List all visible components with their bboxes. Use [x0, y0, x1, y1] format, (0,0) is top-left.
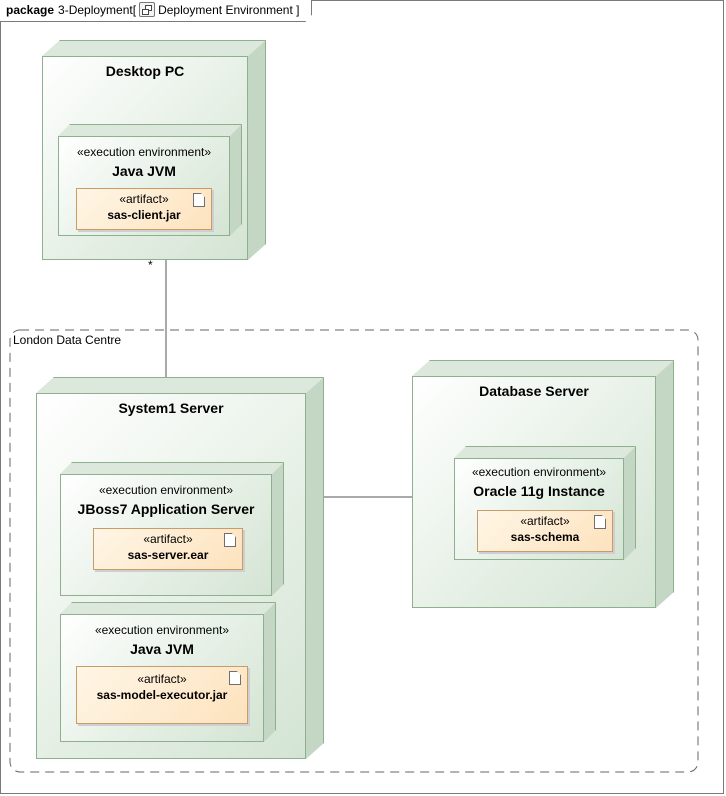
node-title: Desktop PC [105, 63, 185, 79]
node-title: Database Server [479, 383, 589, 399]
artifact-name: sas-schema [510, 530, 580, 544]
boundary-label: London Data Centre [13, 333, 122, 347]
artifact-stereotype: «artifact» [119, 192, 169, 206]
document-icon [193, 193, 205, 207]
exec-env-stereotype: «execution environment» [76, 145, 212, 159]
multiplicity-label: * [148, 258, 153, 272]
deployment-diagram-icon [139, 2, 155, 17]
artifact-sas-client-jar[interactable]: «artifact» sas-client.jar [76, 188, 212, 230]
node-title: System1 Server [118, 400, 224, 416]
artifact-name: sas-client.jar [107, 208, 181, 222]
artifact-name: sas-server.ear [127, 548, 209, 562]
exec-env-title: Java JVM [112, 163, 176, 179]
document-icon [229, 671, 241, 685]
document-icon [224, 533, 236, 547]
exec-env-stereotype: «execution environment» [94, 623, 230, 637]
artifact-name: sas-model-executor.jar [96, 688, 228, 702]
artifact-sas-model-executor-jar[interactable]: «artifact» sas-model-executor.jar [76, 666, 248, 724]
london-data-centre-boundary [9, 329, 699, 773]
document-icon [594, 515, 606, 529]
exec-env-title: JBoss7 Application Server [77, 501, 255, 517]
artifact-sas-schema[interactable]: «artifact» sas-schema [477, 510, 613, 552]
artifact-stereotype: «artifact» [520, 514, 570, 528]
frame-keyword: package [6, 3, 55, 17]
frame-diagram-name: Deployment Environment [158, 3, 293, 17]
exec-env-stereotype: «execution environment» [471, 465, 607, 479]
exec-env-title: Oracle 11g Instance [473, 483, 605, 499]
exec-env-title: Java JVM [130, 641, 194, 657]
artifact-stereotype: «artifact» [137, 672, 187, 686]
exec-env-stereotype: «execution environment» [98, 483, 234, 497]
artifact-sas-server-ear[interactable]: «artifact» sas-server.ear [93, 528, 243, 570]
artifact-stereotype: «artifact» [143, 532, 193, 546]
frame-package-name: 3-Deployment [58, 3, 133, 17]
